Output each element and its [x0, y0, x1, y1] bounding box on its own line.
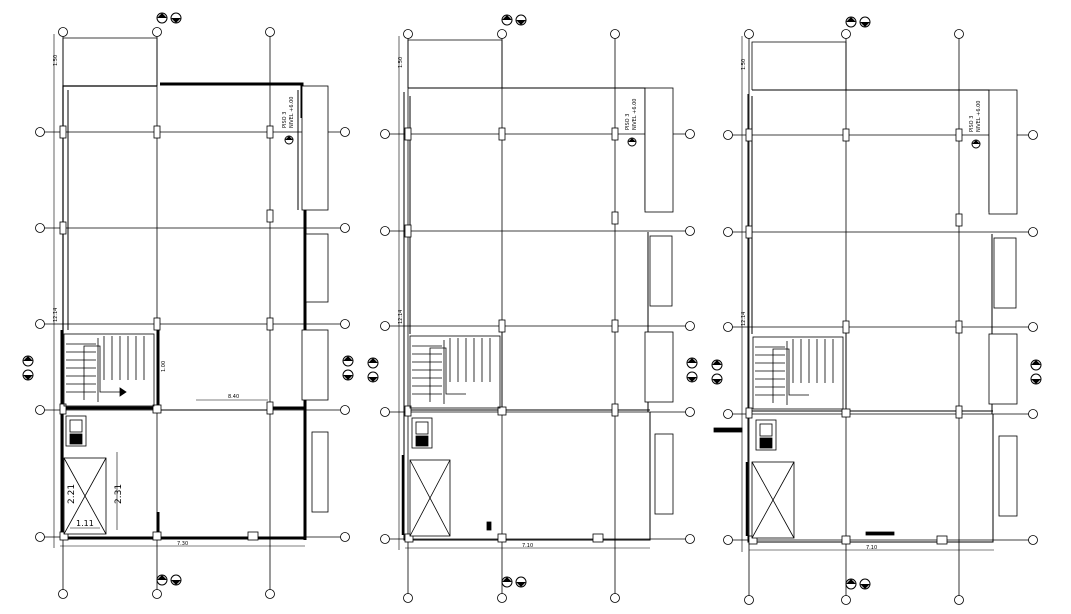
grid-bubbles — [380, 29, 695, 603]
balcony-outline — [751, 41, 847, 90]
floor-plan-3: 1.50 12.14 7.10 PISO 3 NIVEL +6.00 — [711, 16, 1042, 605]
level-note-2: NIVEL +6.00 — [632, 99, 638, 131]
dimension-lines — [53, 34, 305, 548]
top-dimension-label: 1.50 — [53, 55, 59, 66]
exterior-walls — [60, 82, 307, 540]
bottom-dimension-label: 7.30 — [177, 541, 188, 547]
stair-treads — [412, 338, 491, 395]
level-note-1: PISO 3 — [625, 114, 631, 130]
dimension-b-label: 2.31 — [114, 484, 124, 504]
stair-dimension-label: 1.00 — [161, 361, 167, 372]
bottom-dimension-label: 7.10 — [522, 543, 533, 549]
columns — [745, 128, 963, 545]
level-note-2: NIVEL +6.00 — [976, 101, 982, 133]
staircase — [409, 335, 501, 409]
section-marker-icon — [711, 16, 1042, 590]
left-dimension-label: 12.14 — [741, 312, 747, 326]
staircase — [752, 336, 844, 410]
floor-plan-1: 1.50 12.14 7.30 1.00 8.40 2.21 2.31 1.11… — [22, 12, 354, 599]
stair-treads — [66, 336, 145, 393]
top-dimension-label: 1.50 — [398, 57, 404, 68]
level-note-2: NIVEL +6.00 — [289, 97, 295, 129]
inner-dimension-label: 8.40 — [228, 394, 239, 400]
interior-walls — [752, 333, 993, 412]
grid-lines — [385, 34, 690, 598]
balcony-outline — [407, 39, 503, 88]
columns — [59, 125, 274, 541]
left-dimension-label: 12.14 — [398, 310, 404, 324]
staircase — [63, 333, 155, 407]
level-note-1: PISO 3 — [969, 116, 975, 132]
grid-lines — [728, 34, 1033, 600]
section-marker-icon — [367, 14, 698, 588]
bottom-dimension-label: 7.10 — [866, 545, 877, 551]
left-dimension-label: 12.14 — [53, 308, 59, 322]
grid-bubbles — [35, 27, 350, 599]
dimension-c-label: 1.11 — [76, 519, 94, 528]
balcony-outline — [62, 37, 158, 86]
floor-plan-2: 1.50 12.14 7.10 PISO 3 NIVEL +6.00 — [367, 14, 698, 603]
windows — [301, 85, 329, 513]
grid-bubbles — [723, 29, 1038, 605]
level-note-1: PISO 3 — [282, 112, 288, 128]
fixtures — [713, 419, 895, 539]
dimension-lines — [398, 36, 650, 550]
columns — [404, 127, 619, 543]
section-marker-icon — [22, 12, 354, 586]
windows — [644, 87, 674, 515]
fixtures — [409, 417, 492, 537]
stair-treads — [755, 339, 834, 396]
interior-walls — [408, 332, 650, 411]
dimension-a-label: 2.21 — [67, 484, 77, 504]
windows — [988, 89, 1018, 517]
top-dimension-label: 1.50 — [741, 59, 747, 70]
dimension-lines — [741, 36, 994, 552]
fixtures — [63, 415, 107, 535]
